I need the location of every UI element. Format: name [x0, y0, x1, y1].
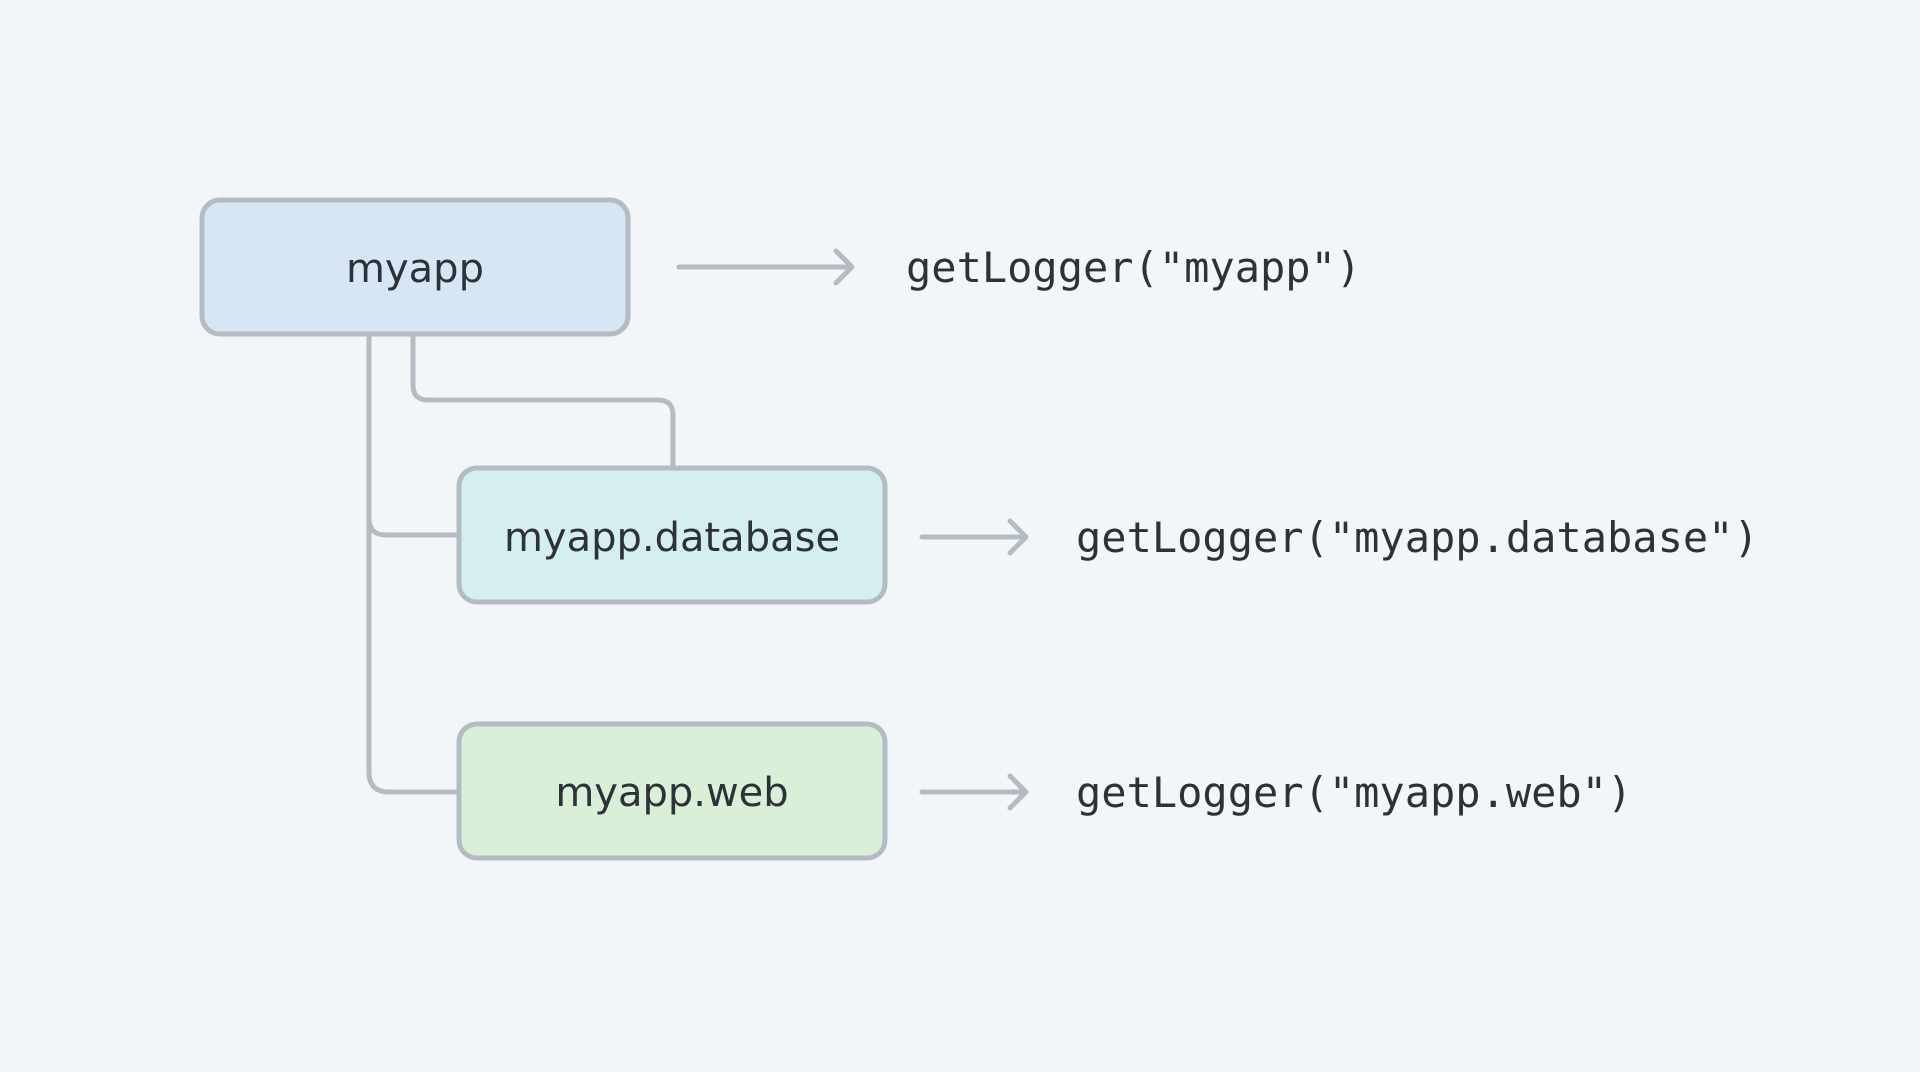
- call-root: getLogger("myapp"): [906, 243, 1361, 292]
- connector-root-to-database: [410, 334, 676, 471]
- node-root-label: myapp: [346, 246, 484, 292]
- call-web: getLogger("myapp.web"): [1076, 768, 1632, 817]
- right-arrow-icon: [919, 773, 1029, 811]
- node-database-box: [456, 465, 888, 605]
- node-database-label: myapp.database: [504, 515, 840, 561]
- node-web: myapp.web: [456, 721, 888, 861]
- right-arrow-icon: [676, 248, 855, 286]
- call-database: getLogger("myapp.database"): [1076, 513, 1759, 562]
- node-root-box: [199, 197, 631, 337]
- node-web-box: [456, 721, 888, 861]
- node-web-label: myapp.web: [555, 770, 788, 816]
- right-arrow-icon: [919, 518, 1029, 556]
- node-database: myapp.database: [456, 465, 888, 605]
- node-root: myapp: [199, 197, 631, 337]
- connector-root-to-web: [366, 515, 462, 795]
